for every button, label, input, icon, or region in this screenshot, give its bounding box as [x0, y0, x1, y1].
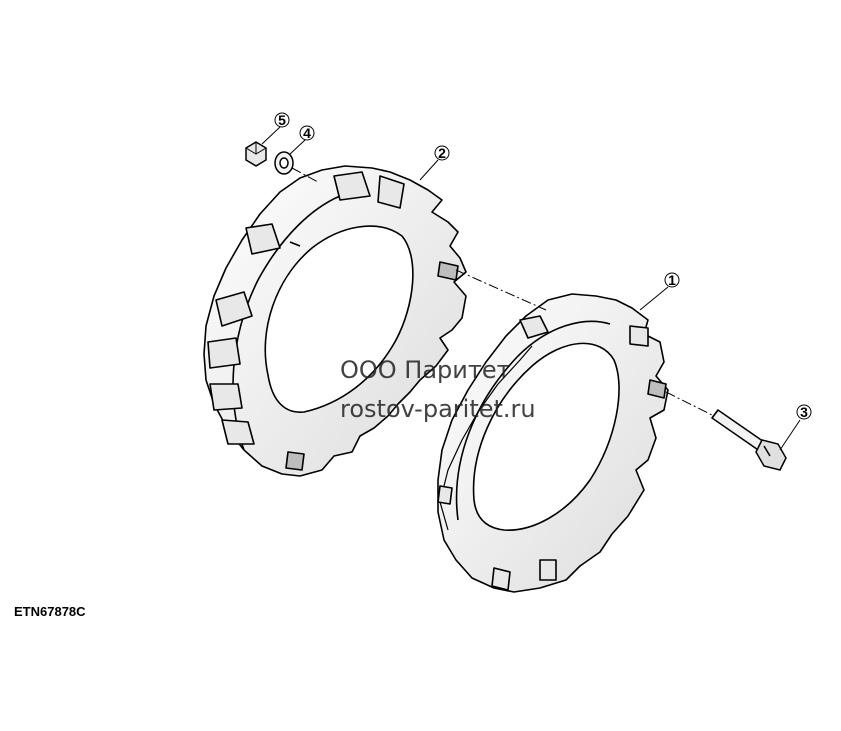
wheel-weight-outer	[203, 165, 467, 477]
svg-text:4: 4	[303, 125, 311, 141]
callout-3: 3	[796, 404, 812, 420]
svg-text:2: 2	[438, 145, 446, 161]
callout-5: 5	[274, 112, 290, 128]
callout-1: 1	[664, 272, 680, 288]
washer	[274, 151, 294, 175]
assembly-centerlines	[291, 167, 715, 417]
svg-text:5: 5	[278, 112, 286, 128]
callout-4: 4	[299, 125, 315, 141]
wheel-weight-inner	[437, 293, 669, 593]
leader-lines	[261, 126, 801, 451]
svg-text:3: 3	[800, 404, 808, 420]
figure-id-label: ETN67878C	[14, 604, 86, 619]
svg-text:1: 1	[668, 272, 676, 288]
nut	[245, 141, 267, 167]
watermark-company: ООО Паритет	[340, 356, 511, 384]
callout-2: 2	[434, 145, 450, 161]
watermark-website: rostov-paritet.ru	[340, 395, 536, 423]
bolt	[710, 408, 787, 471]
